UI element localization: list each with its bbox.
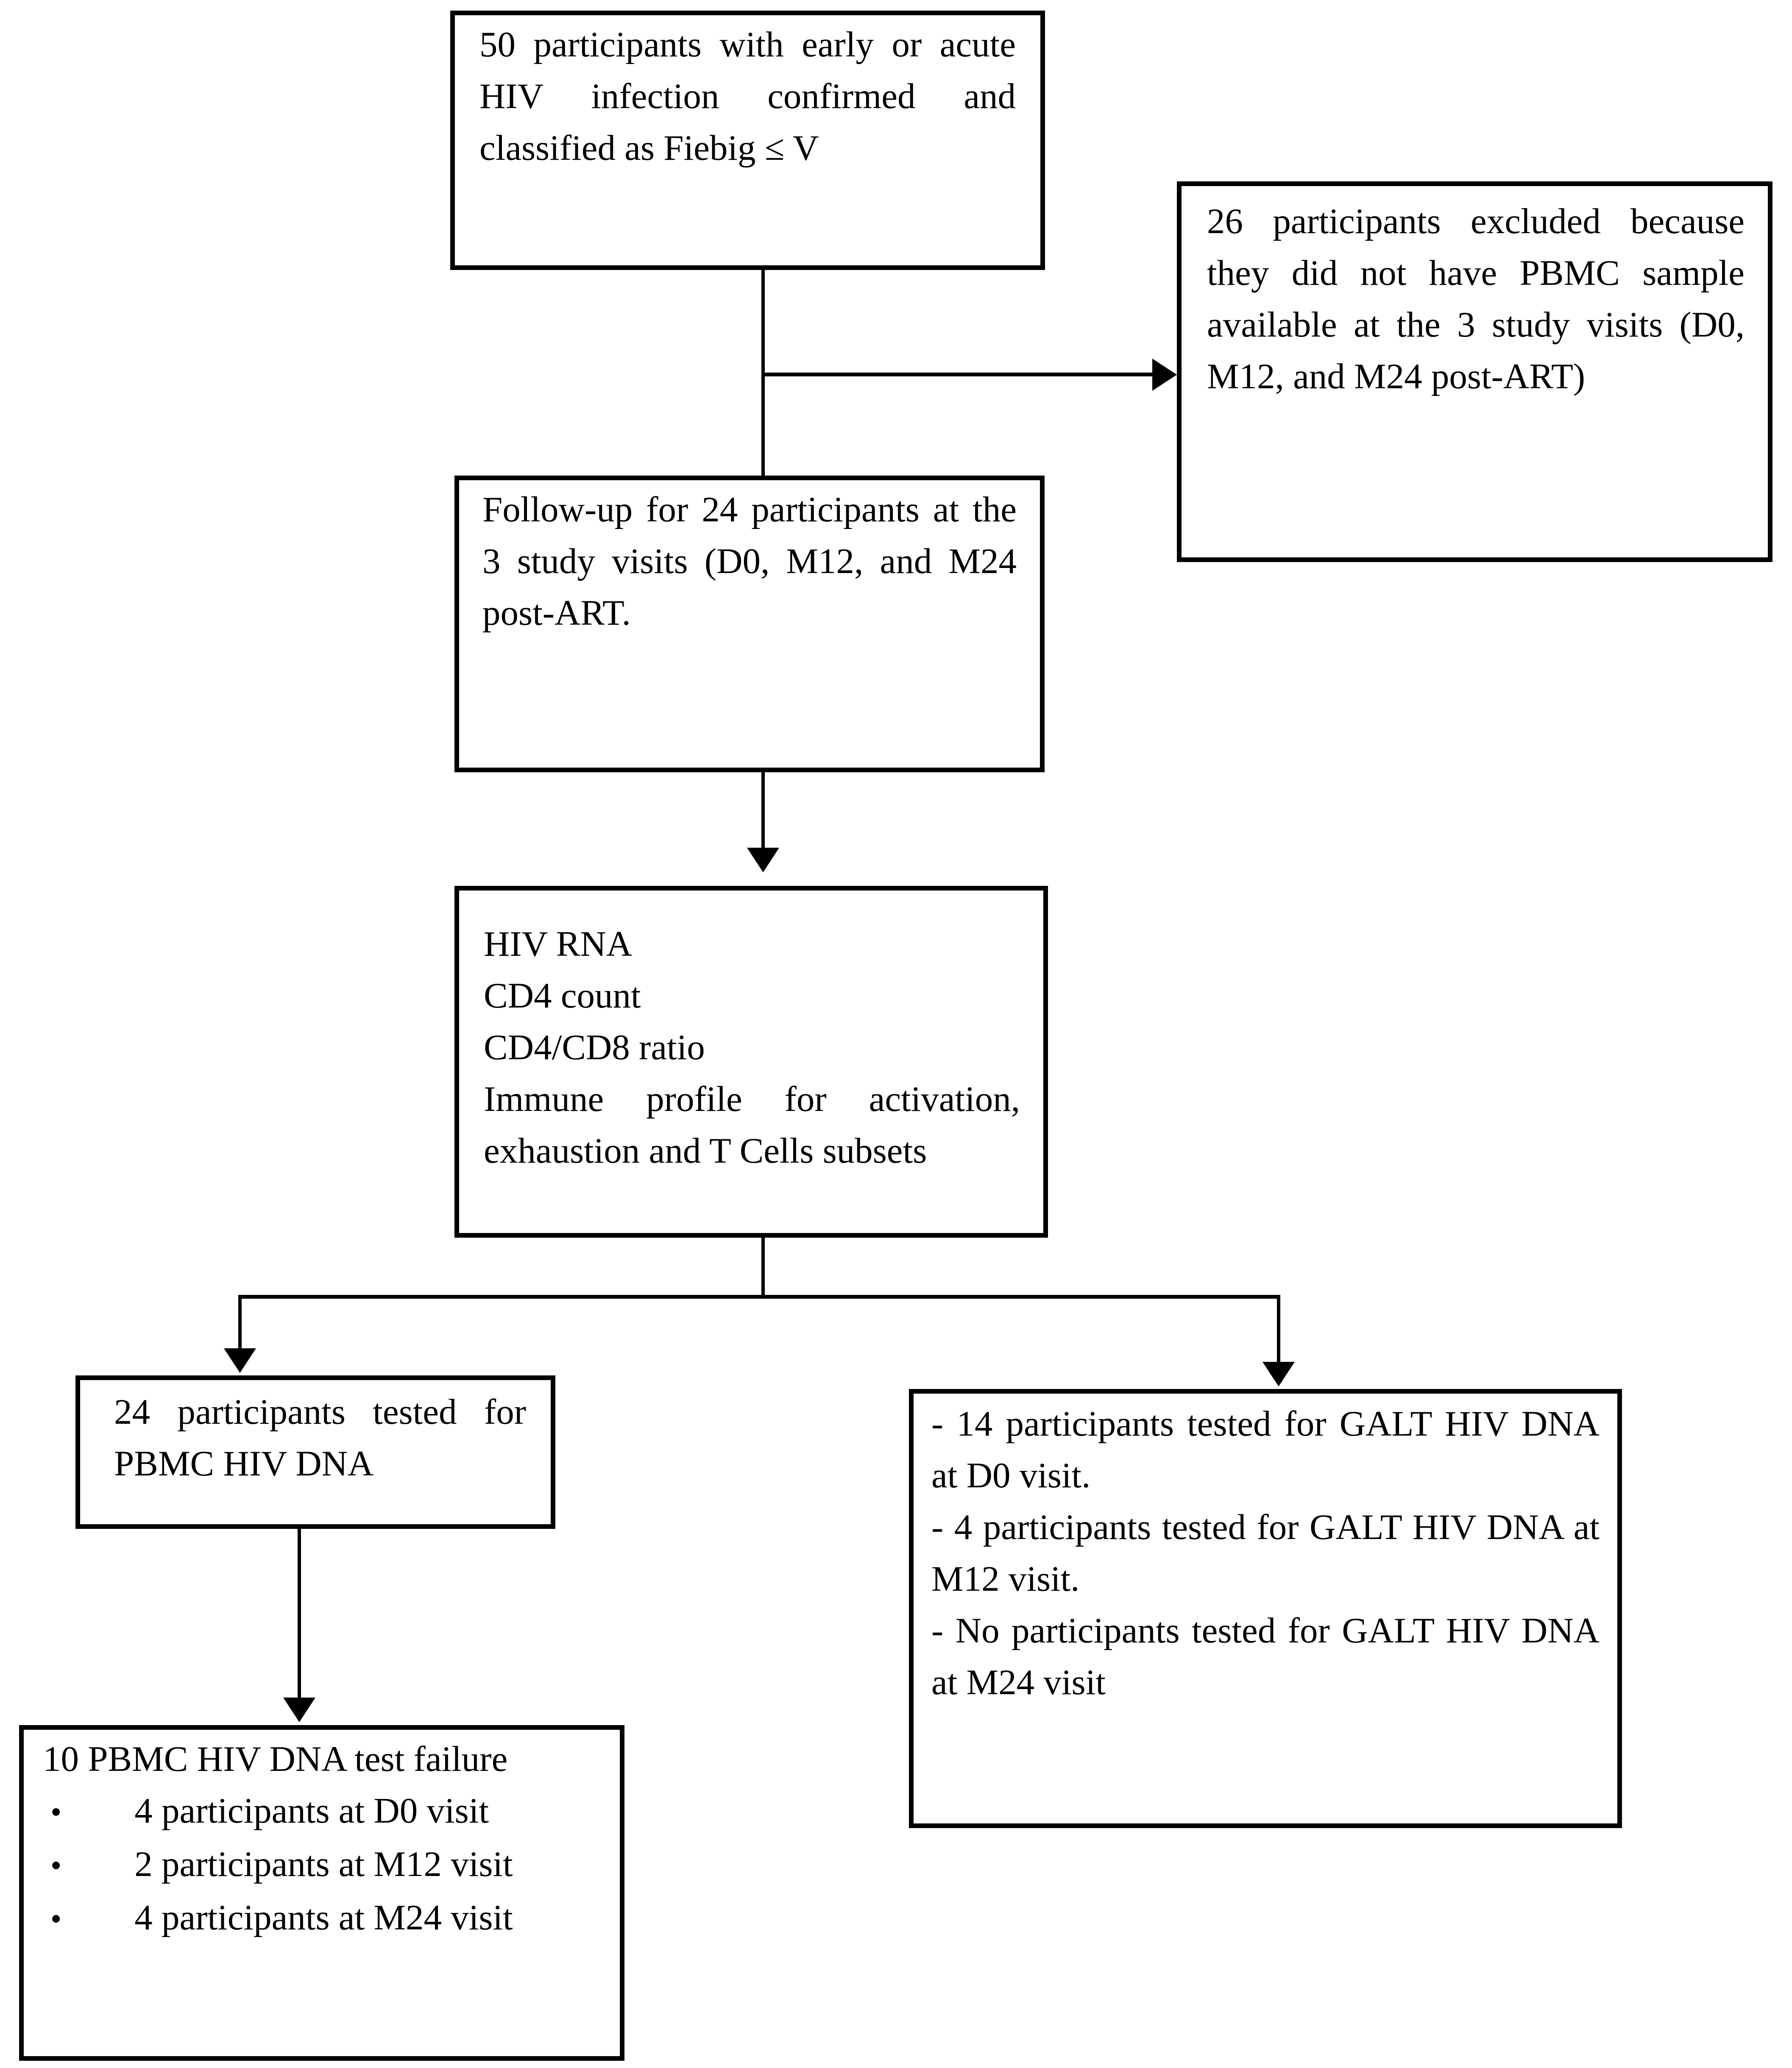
- enrollment-text: 50 participants with early or acute HIV …: [479, 25, 1016, 168]
- assessment-line-cd4-cd8-ratio: CD4/CD8 ratio: [484, 1027, 705, 1067]
- connector-pbmc-to-failure: [298, 1529, 301, 1699]
- pbmc-failure-item-m12: • 2 participants at M12 visit: [43, 1838, 603, 1892]
- bullet-icon: •: [50, 1848, 62, 1883]
- box-assessments: HIV RNA CD4 count CD4/CD8 ratio Immune p…: [454, 886, 1048, 1238]
- down-arrowhead-icon: [224, 1348, 256, 1373]
- pbmc-failure-item-d0-text: 4 participants at D0 visit: [134, 1791, 489, 1831]
- down-arrowhead-icon: [747, 848, 779, 872]
- pbmc-failure-item-m24-text: 4 participants at M24 visit: [134, 1898, 513, 1937]
- box-followup: Follow-up for 24 participants at the 3 s…: [454, 476, 1045, 772]
- pbmc-failure-item-m12-text: 2 participants at M12 visit: [134, 1844, 513, 1884]
- box-excluded: 26 participants excluded because they di…: [1177, 181, 1772, 562]
- branch-horizontal-line: [238, 1295, 1280, 1299]
- assessment-line-cd4-count: CD4 count: [484, 976, 641, 1016]
- galt-item-m24: - No participants tested for GALT HIV DN…: [931, 1611, 1600, 1702]
- box-galt-tested: - 14 participants tested for GALT HIV DN…: [909, 1389, 1622, 1828]
- assessment-line-immune-profile: Immune profile for activation, exhaustio…: [484, 1079, 1020, 1171]
- box-pbmc-failure: 10 PBMC HIV DNA test failure • 4 partici…: [19, 1725, 624, 2061]
- down-arrowhead-icon: [1262, 1362, 1295, 1386]
- pbmc-failure-title: 10 PBMC HIV DNA test failure: [43, 1739, 508, 1779]
- right-arrowhead-icon: [1152, 359, 1177, 391]
- pbmc-tested-text: 24 participants tested for PBMC HIV DNA: [114, 1392, 526, 1484]
- pbmc-failure-item-d0: • 4 participants at D0 visit: [43, 1785, 603, 1838]
- down-arrowhead-icon: [283, 1698, 315, 1722]
- pbmc-failure-item-m24: • 4 participants at M24 visit: [43, 1892, 603, 1945]
- box-pbmc-tested: 24 participants tested for PBMC HIV DNA: [75, 1375, 555, 1529]
- connector-branch-to-galt: [1277, 1295, 1280, 1363]
- galt-item-m12: - 4 participants tested for GALT HIV DNA…: [931, 1507, 1600, 1599]
- galt-item-d0: - 14 participants tested for GALT HIV DN…: [931, 1404, 1600, 1495]
- box-enrollment: 50 participants with early or acute HIV …: [450, 11, 1045, 270]
- connector-assessments-to-branch: [761, 1236, 765, 1299]
- excluded-text: 26 participants excluded because they di…: [1207, 201, 1745, 396]
- connector-followup-to-assessments: [761, 771, 765, 849]
- assessment-line-hiv-rna: HIV RNA: [484, 924, 633, 964]
- connector-branch-to-pbmc: [238, 1295, 242, 1349]
- followup-text: Follow-up for 24 participants at the 3 s…: [482, 490, 1017, 633]
- bullet-icon: •: [50, 1795, 62, 1830]
- bullet-icon: •: [50, 1901, 62, 1937]
- connector-to-excluded: [763, 373, 1154, 376]
